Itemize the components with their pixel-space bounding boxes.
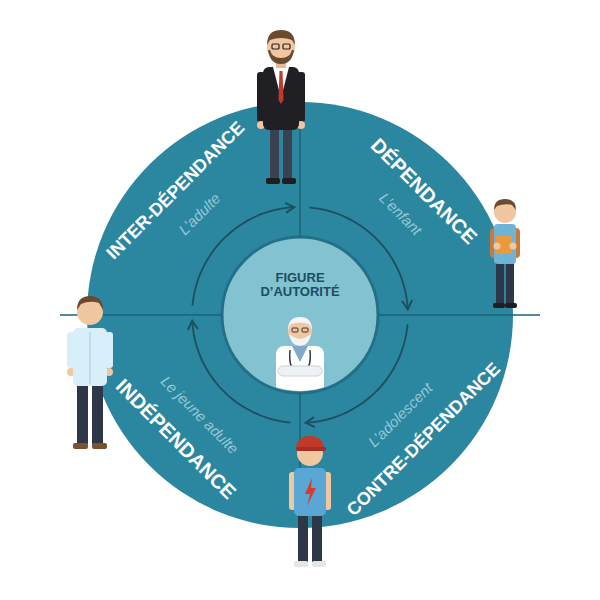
child-figure <box>493 303 505 308</box>
young-adult-figure <box>92 384 103 444</box>
quadrant-divider <box>378 314 540 316</box>
adult-figure <box>282 178 296 184</box>
stage-label: DÉPENDANCE <box>367 133 482 248</box>
teen-figure <box>298 514 308 562</box>
adult-figure <box>283 44 290 49</box>
doctor-figure <box>288 317 312 330</box>
teen-figure <box>289 436 331 567</box>
doctor-figure <box>276 317 324 406</box>
quadrant-band: DÉPENDANCEL’enfant <box>300 102 513 315</box>
authority-circle: FIGURE D’AUTORITÉ <box>222 237 378 393</box>
adult-figure <box>272 44 279 49</box>
adult-figure <box>283 126 292 180</box>
adult-figure <box>266 178 280 184</box>
child-figure <box>506 262 514 304</box>
cycle-arrow <box>306 324 408 422</box>
cycle-disc <box>222 237 378 393</box>
young-adult-figure <box>77 296 103 310</box>
young-adult-figure <box>92 443 107 449</box>
teen-figure <box>312 514 322 562</box>
quadrant-divider <box>60 102 540 528</box>
teen-figure <box>305 478 316 506</box>
quadrant-band: CONTRE-DÉPENDANCEL’adolescent <box>300 315 513 528</box>
child-figure <box>505 303 517 308</box>
child-figure <box>494 224 516 264</box>
young-adult-figure <box>90 332 91 384</box>
quadrant-band: INDÉPENDANCELe jeune adulte <box>87 315 300 528</box>
young-adult-figure <box>77 384 88 444</box>
doctor-figure <box>302 328 308 332</box>
doctor-figure <box>292 328 298 332</box>
adult-figure <box>279 71 284 104</box>
adult-figure <box>268 50 294 64</box>
teen-figure <box>312 561 326 567</box>
adult-figure <box>257 30 305 184</box>
child-figure <box>494 243 501 250</box>
child-figure <box>494 199 516 210</box>
cycle-arrow <box>192 321 290 423</box>
teen-figure <box>294 561 308 567</box>
quadrant-band: INTER-DÉPENDANCEL’adulte <box>87 102 300 315</box>
adult-figure <box>267 30 295 45</box>
adult-figure <box>263 67 299 130</box>
teen-figure <box>294 468 326 516</box>
young-adult-figure <box>73 443 88 449</box>
young-adult-figure <box>73 328 107 386</box>
doctor-figure <box>292 346 308 362</box>
centre-title: FIGURE D’AUTORITÉ <box>250 271 350 300</box>
young-adult-figure <box>67 296 113 449</box>
doctor-figure <box>276 346 324 406</box>
child-figure <box>496 262 504 304</box>
adult-figure <box>270 126 279 180</box>
child-figure <box>490 199 520 308</box>
teen-figure <box>296 447 326 451</box>
stage-label: INTER-DÉPENDANCE <box>103 118 249 264</box>
doctor-figure <box>289 334 311 346</box>
child-figure <box>510 243 517 250</box>
doctor-figure <box>278 366 322 376</box>
